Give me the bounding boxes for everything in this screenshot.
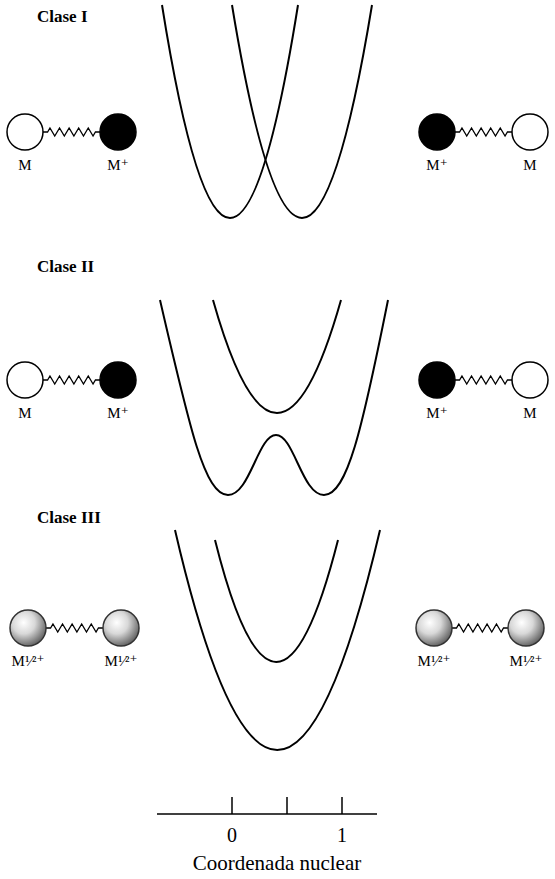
atom-node: M⁺ — [415, 360, 459, 422]
atom-circle — [510, 112, 550, 152]
atom-circle — [5, 112, 45, 152]
atom-label: M — [3, 157, 47, 174]
spring-bond — [455, 376, 512, 384]
atom-label: M¹⁄²⁺ — [504, 653, 548, 670]
atom-node: M — [508, 360, 552, 422]
atom-circle — [5, 360, 45, 400]
atom-node: M — [3, 112, 47, 174]
atom-node: M¹⁄²⁺ — [6, 608, 50, 670]
atom-circle — [417, 112, 457, 152]
spring-bond — [43, 376, 100, 384]
potential-curve — [213, 300, 341, 413]
atom-circle — [510, 360, 550, 400]
atom-label: M — [508, 157, 552, 174]
atom-circle — [417, 360, 457, 400]
potential-curve — [215, 540, 338, 662]
atom-label: M⁺ — [96, 157, 140, 174]
section-heading: Clase I — [37, 7, 88, 27]
atom-label: M⁺ — [415, 157, 459, 174]
atom-node: M — [508, 112, 552, 174]
axis-tick — [231, 797, 233, 814]
potential-curve — [175, 530, 380, 750]
atom-circle — [98, 112, 138, 152]
potential-curve — [162, 5, 298, 218]
atom-label: M¹⁄²⁺ — [99, 653, 143, 670]
atom-circle — [414, 608, 454, 648]
spring-bond — [452, 624, 508, 632]
atom-circle — [98, 360, 138, 400]
atom-label: M⁺ — [96, 405, 140, 422]
atom-label: M — [3, 405, 47, 422]
atom-label: M — [508, 405, 552, 422]
atom-node: M¹⁄²⁺ — [504, 608, 548, 670]
spring-bond — [43, 128, 100, 136]
atom-node: M¹⁄²⁺ — [412, 608, 456, 670]
spring-bond — [46, 624, 103, 632]
section-heading: Clase II — [37, 257, 94, 277]
atom-node: M⁺ — [96, 360, 140, 422]
atom-node: M — [3, 360, 47, 422]
potential-curve — [232, 5, 372, 218]
atom-label: M⁺ — [415, 405, 459, 422]
spring-bond — [455, 128, 512, 136]
atom-node: M⁺ — [96, 112, 140, 174]
axis-line — [157, 813, 377, 815]
atom-circle — [506, 608, 546, 648]
section-heading: Clase III — [37, 508, 101, 528]
axis-tick — [286, 797, 288, 814]
atom-node: M⁺ — [415, 112, 459, 174]
axis-tick — [341, 797, 343, 814]
atom-circle — [101, 608, 141, 648]
axis-tick-label: 1 — [337, 824, 347, 847]
atom-label: M¹⁄²⁺ — [412, 653, 456, 670]
axis-tick-label: 0 — [227, 824, 237, 847]
atom-node: M¹⁄²⁺ — [99, 608, 143, 670]
atom-circle — [8, 608, 48, 648]
double-well-curve — [160, 300, 388, 495]
atom-label: M¹⁄²⁺ — [6, 653, 50, 670]
axis-title: Coordenada nuclear — [193, 851, 362, 876]
